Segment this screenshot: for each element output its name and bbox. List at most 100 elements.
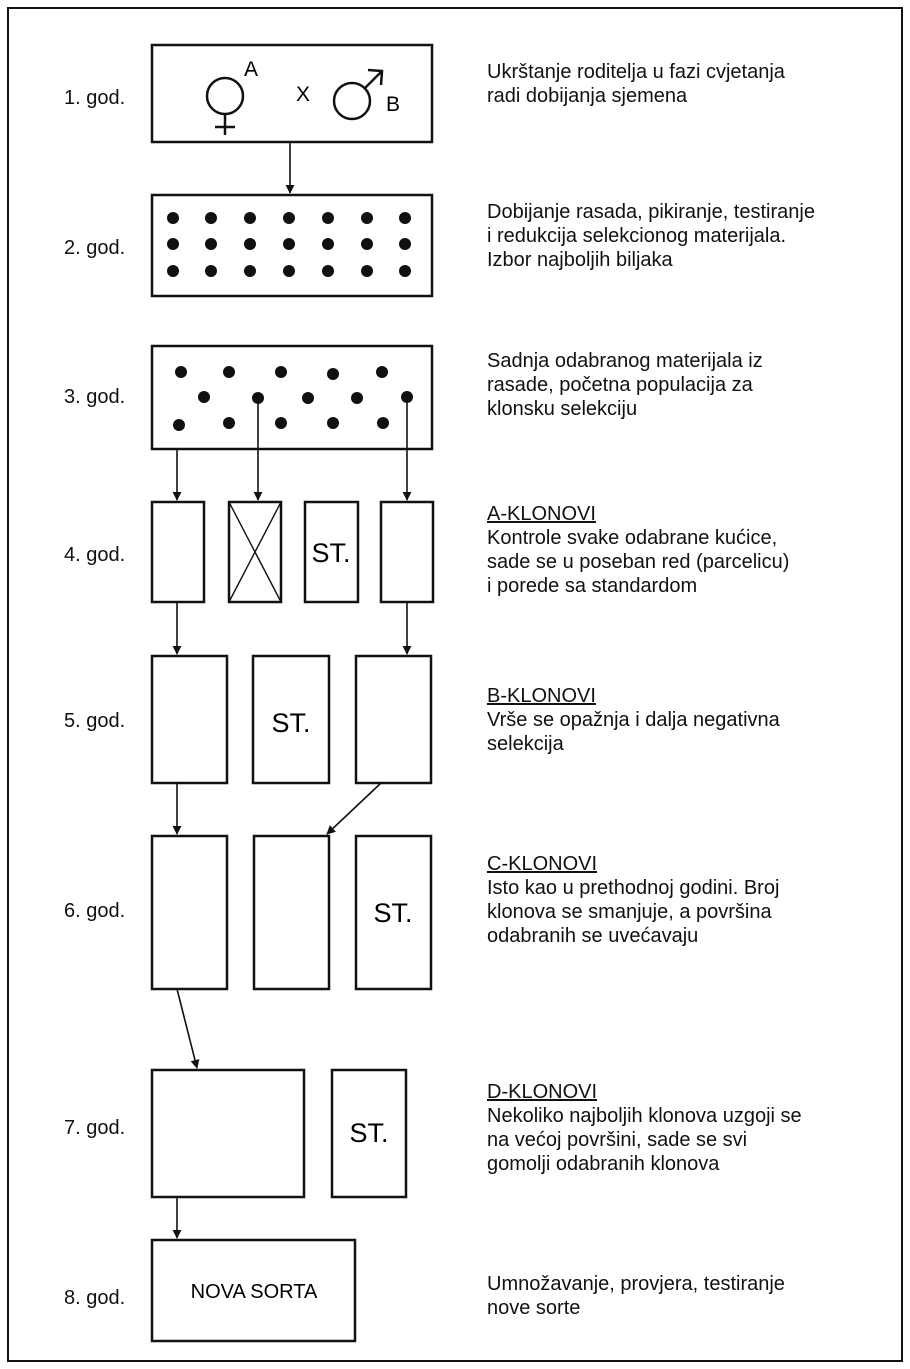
standard-box-year7 [330, 1068, 408, 1199]
seedling-dot [244, 238, 256, 250]
population-dots [173, 366, 413, 431]
description-line: radi dobijanja sjemena [487, 85, 688, 107]
seedling-dot [283, 212, 295, 224]
plant-dot [198, 391, 210, 403]
seedling-dot [205, 212, 217, 224]
new-variety-box [150, 1238, 357, 1343]
plant-dot [223, 366, 235, 378]
rejected-clone-box [227, 500, 283, 604]
description-line: Ukrštanje roditelja u fazi cvjetanja [487, 61, 785, 83]
female-label: A [244, 58, 258, 81]
year-label-1: 1. god. [64, 87, 126, 109]
new-variety-label: NOVA SORTA [191, 1281, 318, 1303]
description-line: sade se u poseban red (parcelicu) [487, 551, 790, 573]
description-year-3: Sadnja odabranog materijala iz rasade, p… [487, 349, 763, 421]
clone-stage-title-b: B-KLONOVI [487, 685, 596, 707]
description-line: Izbor najboljih biljaka [487, 249, 673, 271]
clone-b1-box [150, 654, 229, 785]
description-line: selekcija [487, 733, 564, 755]
description-year-2: Dobijanje rasada, pikiranje, testiranje … [487, 200, 815, 272]
clone-c2-box [252, 834, 331, 991]
plant-dot [173, 419, 185, 431]
description-year-8: Umnožavanje, provjera, testiranje nove s… [487, 1272, 785, 1320]
seedling-dot [361, 212, 373, 224]
plant-dot [175, 366, 187, 378]
clone-c1-box [150, 834, 229, 991]
arrow-clone-c1-to-d [176, 988, 200, 1069]
seedling-dot [361, 238, 373, 250]
crossing-box [150, 43, 434, 144]
seedling-dot [283, 265, 295, 277]
plant-dot [351, 392, 363, 404]
male-label: B [386, 93, 400, 116]
rejected-cross-icon [228, 501, 282, 603]
standard-box-year6 [354, 834, 433, 991]
female-symbol-icon [205, 76, 245, 135]
plant-dot [377, 417, 389, 429]
clone-b2-box [354, 654, 433, 785]
year-label-3: 3. god. [64, 386, 126, 408]
male-symbol-icon [332, 68, 384, 121]
description-line: Nekoliko najboljih klonova uzgoji se [487, 1105, 802, 1127]
standard-box-year5 [251, 654, 331, 785]
year-label-7: 7. god. [64, 1117, 126, 1139]
description-line: Vrše se opažnja i dalja negativna [487, 709, 780, 731]
standard-label-year5: ST. [271, 708, 310, 738]
description-line: i porede sa standardom [487, 575, 698, 597]
description-line: Kontrole svake odabrane kućice, [487, 527, 778, 549]
plant-dot [327, 368, 339, 380]
standard-label-year6: ST. [373, 898, 412, 928]
clone-a1-box [150, 500, 206, 604]
plant-dot [327, 417, 339, 429]
plant-dot [275, 366, 287, 378]
clone-stage-title-c: C-KLONOVI [487, 853, 598, 875]
seedling-dot [205, 265, 217, 277]
description-year-1: Ukrštanje roditelja u fazi cvjetanja rad… [487, 60, 785, 108]
clone-d-box [150, 1068, 306, 1199]
year-label-2: 2. god. [64, 237, 126, 259]
year-label-8: 8. god. [64, 1287, 126, 1309]
description-line: i redukcija selekcionog materijala. [487, 225, 787, 247]
seedling-dot [399, 212, 411, 224]
seedling-dot [361, 265, 373, 277]
cross-sign: X [296, 83, 310, 106]
seedling-dot [244, 265, 256, 277]
description-line: nove sorte [487, 1297, 581, 1319]
outer-frame [7, 7, 903, 1362]
description-line: Sadnja odabranog materijala iz [487, 350, 763, 372]
plant-dot [275, 417, 287, 429]
seedling-dot [244, 212, 256, 224]
seedling-dot [167, 265, 179, 277]
seedling-dot [167, 238, 179, 250]
seedling-dot [322, 212, 334, 224]
year-label-5: 5. god. [64, 710, 126, 732]
description-line: gomolji odabranih klonova [487, 1153, 720, 1175]
clone-stage-title-d: D-KLONOVI [487, 1081, 598, 1103]
seedling-box [150, 193, 434, 298]
description-year-6: C-KLONOVI Isto kao u prethodnoj godini. … [487, 852, 779, 948]
standard-label-year7: ST. [349, 1118, 388, 1148]
description-line: klonova se smanjuje, a površina [487, 901, 772, 923]
description-line: Dobijanje rasada, pikiranje, testiranje [487, 201, 815, 223]
seedling-dot [399, 238, 411, 250]
year-label-4: 4. god. [64, 544, 126, 566]
seedling-dot [283, 238, 295, 250]
seedling-dot [167, 212, 179, 224]
description-year-4: A-KLONOVI Kontrole svake odabrane kućice… [487, 502, 789, 598]
standard-box-year4 [303, 500, 360, 604]
year-label-6: 6. god. [64, 900, 126, 922]
seedling-dot [205, 238, 217, 250]
plant-dot [302, 392, 314, 404]
description-year-5: B-KLONOVI Vrše se opažnja i dalja negati… [487, 684, 780, 756]
plant-dot [223, 417, 235, 429]
seedling-dots [167, 212, 411, 277]
clone-a2-box [379, 500, 435, 604]
description-line: klonsku selekciju [487, 398, 638, 420]
population-box [150, 344, 434, 451]
arrow-clone-b2-to-c2 [326, 782, 382, 835]
standard-label-year4: ST. [311, 538, 350, 568]
description-line: rasade, početna populacija za [487, 374, 753, 396]
clone-stage-title-a: A-KLONOVI [487, 503, 596, 525]
plant-dot [376, 366, 388, 378]
